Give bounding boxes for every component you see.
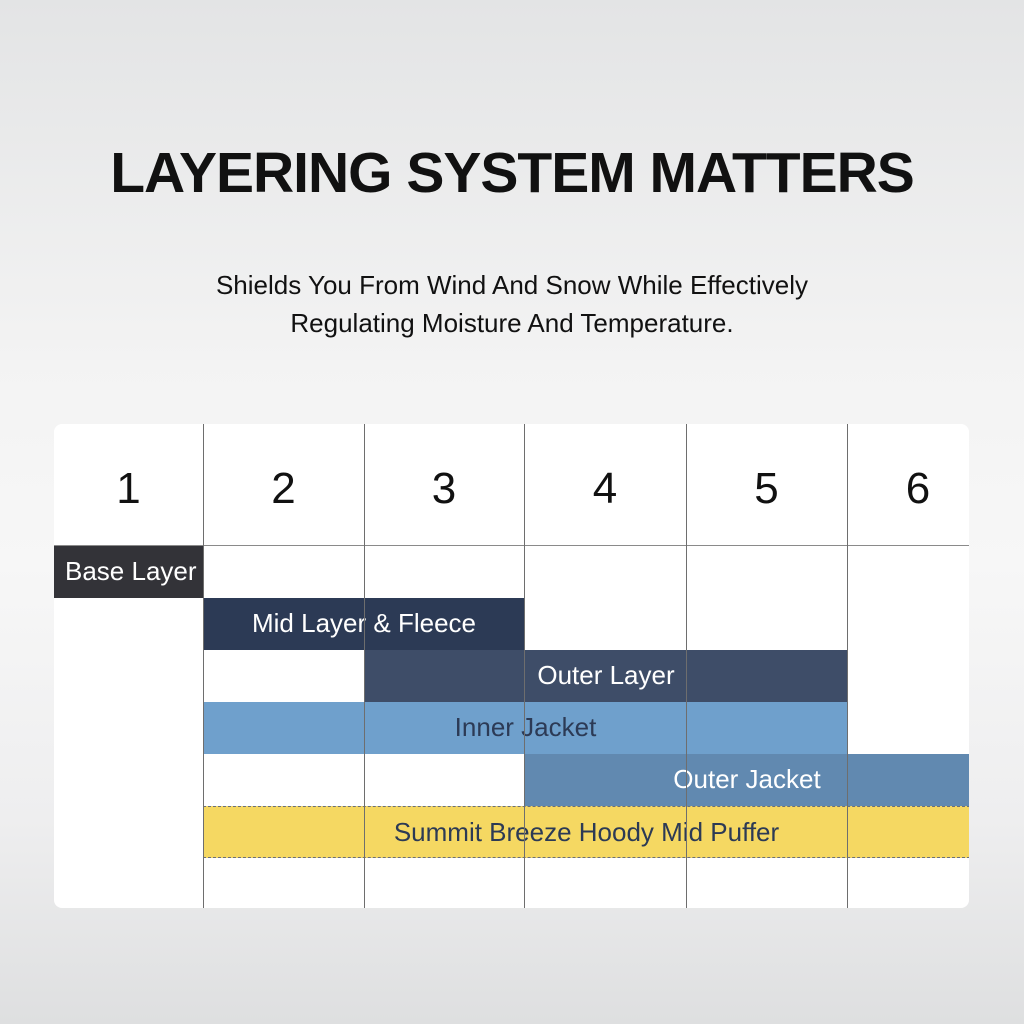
layer-bar-base-layer: Base Layer xyxy=(54,546,204,598)
subtitle-line-1: Shields You From Wind And Snow While Eff… xyxy=(215,270,809,300)
layer-bar-outer-jacket: Outer Jacket xyxy=(524,754,969,806)
layer-label: Outer Layer xyxy=(537,660,675,690)
column-divider xyxy=(364,424,365,908)
layer-bar-inner-jacket: Inner Jacket xyxy=(203,702,848,754)
layer-bar-summit-breeze-hoody-mid-puffer: Summit Breeze Hoody Mid Puffer xyxy=(203,806,969,858)
column-divider xyxy=(524,424,525,908)
subtitle-line-2: Regulating Moisture And Temperature. xyxy=(290,308,734,338)
column-header-3: 3 xyxy=(431,464,457,513)
column-divider xyxy=(847,424,848,908)
layer-label: Inner Jacket xyxy=(454,712,597,742)
layer-bar-outer-layer: Outer Layer xyxy=(364,650,848,702)
column-header-1: 1 xyxy=(116,464,141,513)
column-divider xyxy=(203,424,204,908)
column-header-6: 6 xyxy=(905,464,931,513)
layer-label: Outer Jacket xyxy=(673,764,821,794)
layer-label: Summit Breeze Hoody Mid Puffer xyxy=(393,817,780,847)
column-header-2: 2 xyxy=(271,464,296,513)
column-header-4: 4 xyxy=(592,464,618,513)
layer-label: Mid Layer & Fleece xyxy=(252,608,476,638)
page-title: LAYERING SYSTEM MATTERS xyxy=(110,141,915,205)
header-divider xyxy=(54,545,969,546)
column-header-5: 5 xyxy=(754,464,779,513)
column-divider xyxy=(686,424,687,908)
layer-label: Base Layer xyxy=(65,556,197,586)
